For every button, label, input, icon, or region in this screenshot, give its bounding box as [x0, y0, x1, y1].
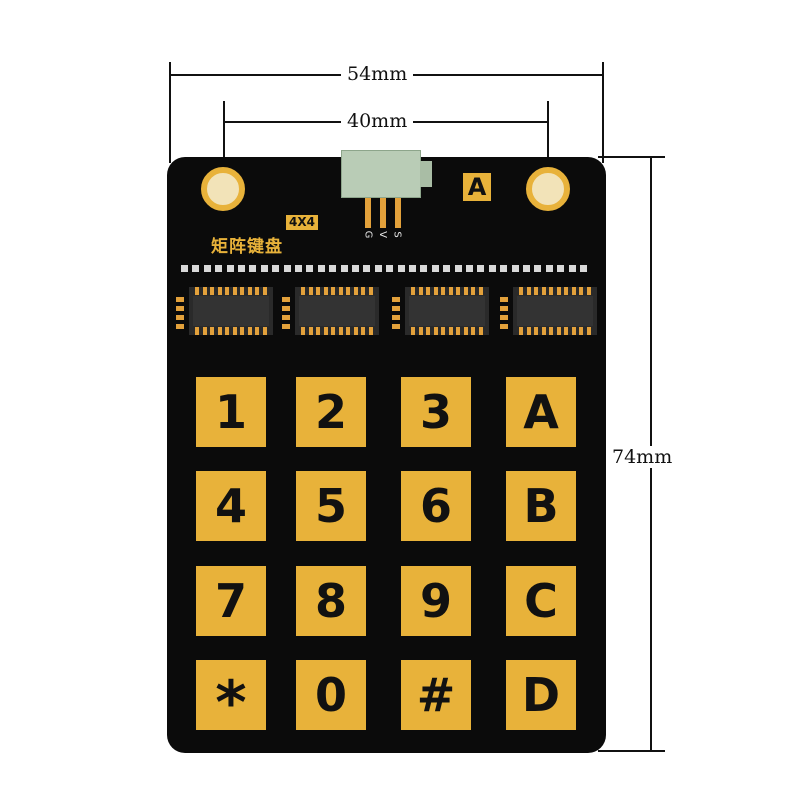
smd-pad: [363, 265, 371, 272]
ic-chip: [295, 287, 379, 335]
chip-side-pad: [176, 315, 184, 320]
smd-pad: [386, 265, 394, 272]
smd-pad: [454, 265, 462, 272]
key-2[interactable]: 2: [296, 377, 366, 447]
chip-side-pad: [282, 315, 290, 320]
chip-side-pad: [176, 324, 184, 329]
smd-pad: [397, 265, 405, 272]
smd-pad: [283, 265, 291, 272]
smd-pad: [443, 265, 451, 272]
key-1[interactable]: 1: [196, 377, 266, 447]
pin-label-g: G: [362, 230, 374, 239]
smd-component-row: [181, 265, 591, 275]
smd-pad: [249, 265, 257, 272]
smd-pad: [352, 265, 359, 272]
smd-pad: [295, 265, 302, 272]
pin-s: [395, 198, 401, 228]
chip-side-pad: [392, 324, 400, 329]
smd-pad: [500, 265, 508, 272]
pin-v: [380, 198, 386, 228]
board-corner-label: A: [463, 173, 491, 201]
key-4[interactable]: 4: [196, 471, 266, 541]
smd-pad: [545, 265, 553, 272]
key-a[interactable]: A: [506, 377, 576, 447]
ic-chip: [513, 287, 597, 335]
pin-header-connector: [341, 150, 432, 198]
ic-chip: [405, 287, 489, 335]
smd-pad: [215, 265, 223, 272]
hole-spacing-dimension-label: 40mm: [341, 110, 414, 132]
smd-pad: [340, 265, 348, 272]
chip-side-pad: [176, 306, 184, 311]
chip-side-pad: [282, 306, 290, 311]
smd-pad: [557, 265, 565, 272]
smd-pad: [260, 265, 268, 272]
pin-label-v: V: [376, 231, 388, 238]
smd-pad: [238, 265, 245, 272]
smd-pad: [409, 265, 416, 272]
key-9[interactable]: 9: [401, 566, 471, 636]
smd-pad: [192, 265, 200, 272]
chip-side-pad: [282, 297, 290, 302]
width-dimension-label: 54mm: [341, 63, 414, 85]
smd-pad: [511, 265, 519, 272]
smd-pad: [181, 265, 188, 272]
smd-pad: [534, 265, 542, 272]
key-0[interactable]: 0: [296, 660, 366, 730]
pin-label-s: S: [391, 231, 403, 238]
key-hash[interactable]: #: [401, 660, 471, 730]
key-d[interactable]: D: [506, 660, 576, 730]
key-star[interactable]: *: [196, 660, 266, 738]
mounting-hole-right: [526, 167, 570, 211]
ic-chip: [189, 287, 273, 335]
key-6[interactable]: 6: [401, 471, 471, 541]
chip-side-pad: [176, 297, 184, 302]
smd-pad: [203, 265, 211, 272]
chip-side-pad: [500, 306, 508, 311]
height-dimension-label: 74mm: [606, 446, 679, 468]
pin-g: [365, 198, 371, 228]
smd-pad: [488, 265, 496, 272]
smd-pad: [466, 265, 473, 272]
module-title: 矩阵键盘: [211, 237, 283, 257]
smd-pad: [431, 265, 439, 272]
chip-side-pad: [500, 297, 508, 302]
chip-side-pad: [282, 324, 290, 329]
smd-pad: [317, 265, 325, 272]
size-badge: 4X4: [286, 215, 318, 230]
smd-pad: [568, 265, 576, 272]
chip-side-pad: [392, 315, 400, 320]
smd-pad: [420, 265, 428, 272]
key-b[interactable]: B: [506, 471, 576, 541]
smd-pad: [306, 265, 314, 272]
key-3[interactable]: 3: [401, 377, 471, 447]
key-c[interactable]: C: [506, 566, 576, 636]
key-7[interactable]: 7: [196, 566, 266, 636]
smd-pad: [374, 265, 382, 272]
smd-pad: [477, 265, 485, 272]
smd-pad: [523, 265, 530, 272]
smd-pad: [580, 265, 587, 272]
smd-pad: [329, 265, 337, 272]
key-5[interactable]: 5: [296, 471, 366, 541]
smd-pad: [272, 265, 280, 272]
mounting-hole-left: [201, 167, 245, 211]
smd-pad: [226, 265, 234, 272]
chip-side-pad: [500, 324, 508, 329]
chip-side-pad: [392, 306, 400, 311]
key-8[interactable]: 8: [296, 566, 366, 636]
chip-side-pad: [392, 297, 400, 302]
chip-side-pad: [500, 315, 508, 320]
